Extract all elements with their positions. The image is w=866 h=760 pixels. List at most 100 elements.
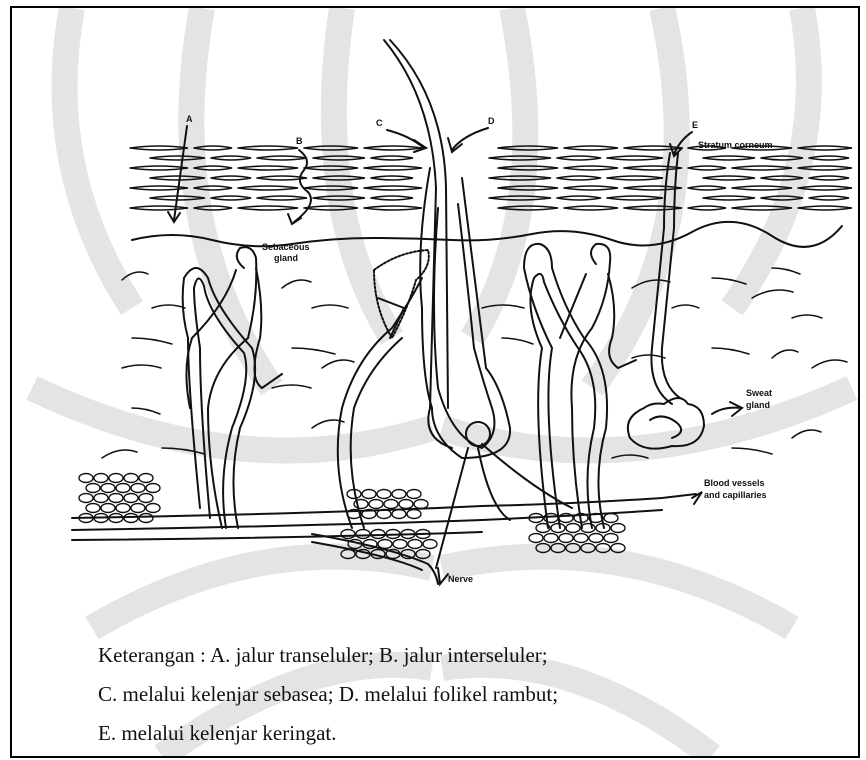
caption: Keterangan : A. jalur transeluler; B. ja… <box>98 636 558 753</box>
corneocyte <box>364 166 422 170</box>
corneocyte <box>489 176 551 180</box>
fat-cell <box>596 544 610 553</box>
skin-diagram: A B C D E Stratum corneum Sebaceous glan… <box>12 8 858 628</box>
corneocyte <box>607 176 663 180</box>
fat-cell <box>139 474 153 483</box>
corneocyte <box>194 166 232 170</box>
fat-cell <box>392 510 406 519</box>
hair-shaft <box>384 40 452 448</box>
fat-cell <box>408 540 422 549</box>
corneocyte <box>238 166 298 170</box>
fat-cell <box>109 494 123 503</box>
collagen-fiber <box>672 305 699 308</box>
corneocyte <box>238 186 298 190</box>
corneocyte <box>194 146 232 150</box>
corneocyte <box>624 146 682 150</box>
fat-cell <box>341 550 355 559</box>
corneocyte <box>364 186 422 190</box>
fat-cell <box>86 484 100 493</box>
label-sebaceous-1: Sebaceous <box>262 242 310 252</box>
collagen-fiber <box>312 305 348 308</box>
fat-cell <box>354 500 368 509</box>
hair-bulb <box>466 422 490 446</box>
fat-cell <box>407 510 421 519</box>
fat-cell <box>611 544 625 553</box>
corneocyte <box>313 196 365 200</box>
corneocyte <box>130 206 188 210</box>
fat-cell <box>566 524 580 533</box>
collagen-fiber <box>792 430 821 438</box>
corneocyte <box>703 176 755 180</box>
fat-cell <box>566 544 580 553</box>
collagen-fiber <box>712 278 746 284</box>
corneocyte <box>304 206 358 210</box>
collagen-fiber <box>732 448 772 454</box>
fat-cell <box>341 530 355 539</box>
corneocyte <box>498 146 558 150</box>
fat-cell <box>124 494 138 503</box>
label-stratum-corneum: Stratum corneum <box>698 140 773 150</box>
fat-cell <box>559 534 573 543</box>
collagen-fiber <box>502 338 533 344</box>
fat-cell <box>551 544 565 553</box>
collagen-fiber <box>132 408 160 414</box>
corneocyte <box>211 156 251 160</box>
corneocyte <box>703 196 755 200</box>
collagen-fiber <box>152 305 185 308</box>
collagen-fiber <box>632 280 670 288</box>
corneocyte <box>564 166 618 170</box>
fat-cell <box>414 500 428 509</box>
corneocyte <box>150 156 205 160</box>
corneocyte <box>364 146 422 150</box>
corneocyte <box>557 196 601 200</box>
corneocyte <box>607 196 663 200</box>
collagen-fiber <box>282 280 311 288</box>
corneocyte <box>564 186 618 190</box>
caption-line-2: C. melalui kelenjar sebasea; D. melalui … <box>98 675 558 714</box>
label-sebaceous-2: gland <box>274 253 298 263</box>
corneocyte <box>364 206 422 210</box>
collagen-fiber <box>132 338 172 344</box>
letter-a: A <box>186 114 193 124</box>
fat-cell <box>551 524 565 533</box>
fat-cell <box>384 500 398 509</box>
caption-line-3: E. melalui kelenjar keringat. <box>98 714 558 753</box>
corneocyte <box>194 206 232 210</box>
label-nerve: Nerve <box>448 574 473 584</box>
corneocyte <box>304 186 358 190</box>
corneocyte <box>238 206 298 210</box>
fat-cell <box>146 504 160 513</box>
collagen-fiber <box>272 385 311 388</box>
fat-cell <box>423 540 437 549</box>
fat-cell <box>589 534 603 543</box>
corneocyte <box>211 196 251 200</box>
letter-b: B <box>296 136 303 146</box>
fat-cell <box>581 544 595 553</box>
fat-cell <box>574 534 588 543</box>
collagen-fiber <box>632 355 665 358</box>
figure-frame: A B C D E Stratum corneum Sebaceous glan… <box>10 6 860 758</box>
corneocyte <box>624 166 682 170</box>
dermis-fibers <box>102 268 847 458</box>
corneocyte <box>732 166 792 170</box>
collagen-fiber <box>752 290 793 298</box>
collagen-fiber <box>482 305 524 308</box>
letter-e: E <box>692 120 698 130</box>
fat-cell <box>356 530 370 539</box>
corneocyte <box>732 186 792 190</box>
fat-cell <box>371 530 385 539</box>
label-sweat-2: gland <box>746 400 770 410</box>
fat-cell <box>124 474 138 483</box>
corneocyte <box>809 156 849 160</box>
fat-cell <box>101 504 115 513</box>
fat-cell <box>139 494 153 503</box>
corneocyte <box>761 176 803 180</box>
letter-c: C <box>376 118 383 128</box>
corneocyte <box>257 156 307 160</box>
fat-cell <box>529 534 543 543</box>
corneocyte <box>130 146 188 150</box>
arrow-e <box>674 132 692 154</box>
corneocyte <box>607 156 663 160</box>
fat-cell <box>116 504 130 513</box>
fat-cell <box>378 540 392 549</box>
